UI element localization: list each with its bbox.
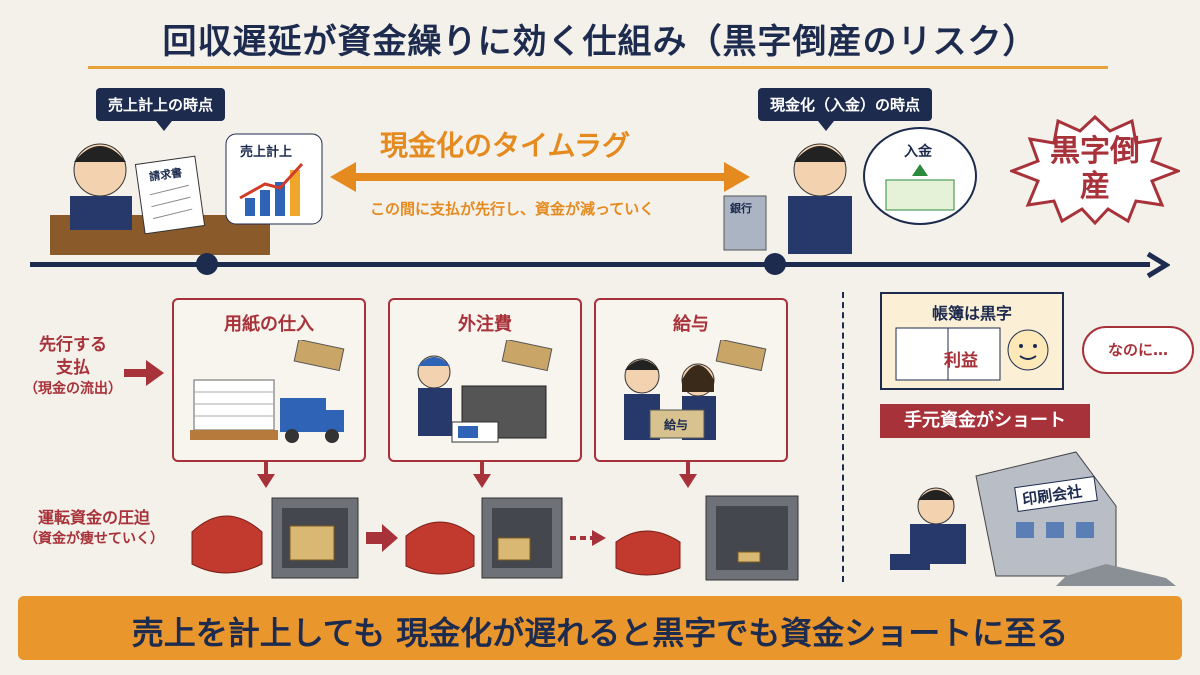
worker-uniform	[418, 388, 452, 436]
down-arrow-icon	[679, 474, 697, 488]
collapsed-company-illustration: 印刷会社	[890, 451, 1176, 586]
printer-icon	[461, 385, 547, 439]
nanoni-bubble: なのに…	[1082, 326, 1194, 374]
prepay-line-1: 先行する	[39, 335, 107, 355]
truck-icon	[280, 398, 326, 432]
wallet-safe-empty	[615, 495, 799, 581]
wallet-icon	[191, 515, 263, 574]
flying-money-icon	[293, 340, 345, 372]
bottom-banner-text: 売上を計上しても 現金化が遅れると黒字でも資金ショートに至る	[131, 614, 1069, 652]
wallet-safe-sequence	[191, 495, 799, 581]
employees-illustration: 給与	[624, 340, 767, 440]
bank-label: 銀行	[730, 201, 752, 215]
paper-truck-illustration	[190, 340, 345, 443]
pallet-icon	[190, 430, 278, 440]
profit-label: 利益	[944, 351, 978, 371]
deposit-label: 入金	[904, 143, 933, 160]
pressure-line-2: （資金が痩せていく）	[24, 531, 164, 548]
bank-scene-illustration: 銀行 入金	[723, 127, 977, 254]
cost-title-salary: 給与	[673, 314, 709, 335]
cash-short-banner: 手元資金がショート	[880, 404, 1090, 438]
businessman-hair	[74, 146, 126, 162]
wallet-safe-full	[191, 497, 359, 579]
invoice-paper	[134, 155, 206, 235]
flying-money-icon	[715, 340, 767, 372]
timeline-dot-sales	[196, 253, 218, 275]
section-divider	[842, 292, 844, 582]
cost-box-paper: 用紙の仕入	[172, 298, 366, 462]
pressure-label: 運転資金の圧迫 （資金が痩せていく）	[14, 506, 174, 549]
rubble-icon	[1056, 564, 1176, 586]
cost-box-salary: 給与 給与	[594, 298, 788, 462]
bottom-banner	[18, 596, 1182, 660]
smiley-face-icon	[1007, 329, 1049, 371]
invoice-label: 請求書	[148, 165, 183, 183]
businessman-suit	[70, 196, 132, 230]
sales-timing-bubble: 売上計上の時点	[96, 88, 226, 131]
growth-arrow-icon	[239, 162, 304, 200]
timeline-bar	[30, 262, 1150, 267]
bank-building-icon	[723, 195, 767, 251]
prepay-line-3: （現金の流出）	[24, 380, 122, 397]
ledger-book-icon	[895, 327, 1049, 381]
down-arrow-icon	[912, 164, 928, 176]
page-title: 回収遅延が資金繰りに効く仕組み（黒字倒産のリスク）	[162, 22, 1038, 62]
title-underline	[88, 66, 1108, 69]
cost-title-paper: 用紙の仕入	[224, 314, 314, 335]
prepay-arrow-icon	[124, 360, 164, 386]
cash-timing-bubble: 現金化（入金）の時点	[758, 88, 933, 131]
kuroji-burst-icon	[1010, 115, 1180, 225]
pressure-line-1: 運転資金の圧迫	[37, 508, 150, 527]
cost-title-outsourcing: 外注費	[458, 314, 512, 335]
wallet-safe-half	[405, 497, 563, 579]
cost-box-outsourcing: 外注費	[388, 298, 582, 462]
down-arrow-icon	[257, 474, 275, 488]
lag-title: 現金化のタイムラグ	[380, 129, 631, 162]
sales-scene-illustration: 請求書 売上計上	[50, 133, 323, 255]
timeline-arrowhead-icon	[1146, 252, 1170, 278]
right-arrow-icon	[366, 524, 398, 552]
worker-cap-icon	[418, 357, 450, 366]
ledger-title: 帳簿は黒字	[931, 304, 1012, 323]
wallet-icon	[405, 521, 475, 575]
salary-envelope-icon	[649, 409, 705, 439]
dashed-arrow-icon	[592, 530, 606, 546]
printer-worker-illustration	[417, 340, 553, 443]
ledger-card: 帳簿は黒字 利益	[880, 292, 1064, 390]
timeline-dot-cash	[764, 253, 786, 275]
prepay-line-2: 支払	[56, 357, 90, 378]
sales-card-label: 売上計上	[240, 144, 292, 160]
kuroji-tousan-label: 黒字倒産	[1050, 134, 1140, 204]
collapsed-building-icon	[975, 451, 1117, 577]
lag-double-arrow-icon	[330, 162, 750, 192]
wallet-icon	[615, 530, 681, 576]
prepay-label: 先行する 支払 （現金の流出）	[18, 334, 128, 399]
salary-envelope-label: 給与	[664, 417, 688, 432]
paper-stack-icon	[193, 379, 275, 431]
down-arrow-icon	[473, 474, 491, 488]
passbook-icon	[885, 179, 955, 211]
lag-subtitle: この間に支払が先行し、資金が減っていく	[370, 200, 655, 218]
flying-money-icon	[501, 340, 553, 372]
banker-suit	[788, 196, 852, 254]
